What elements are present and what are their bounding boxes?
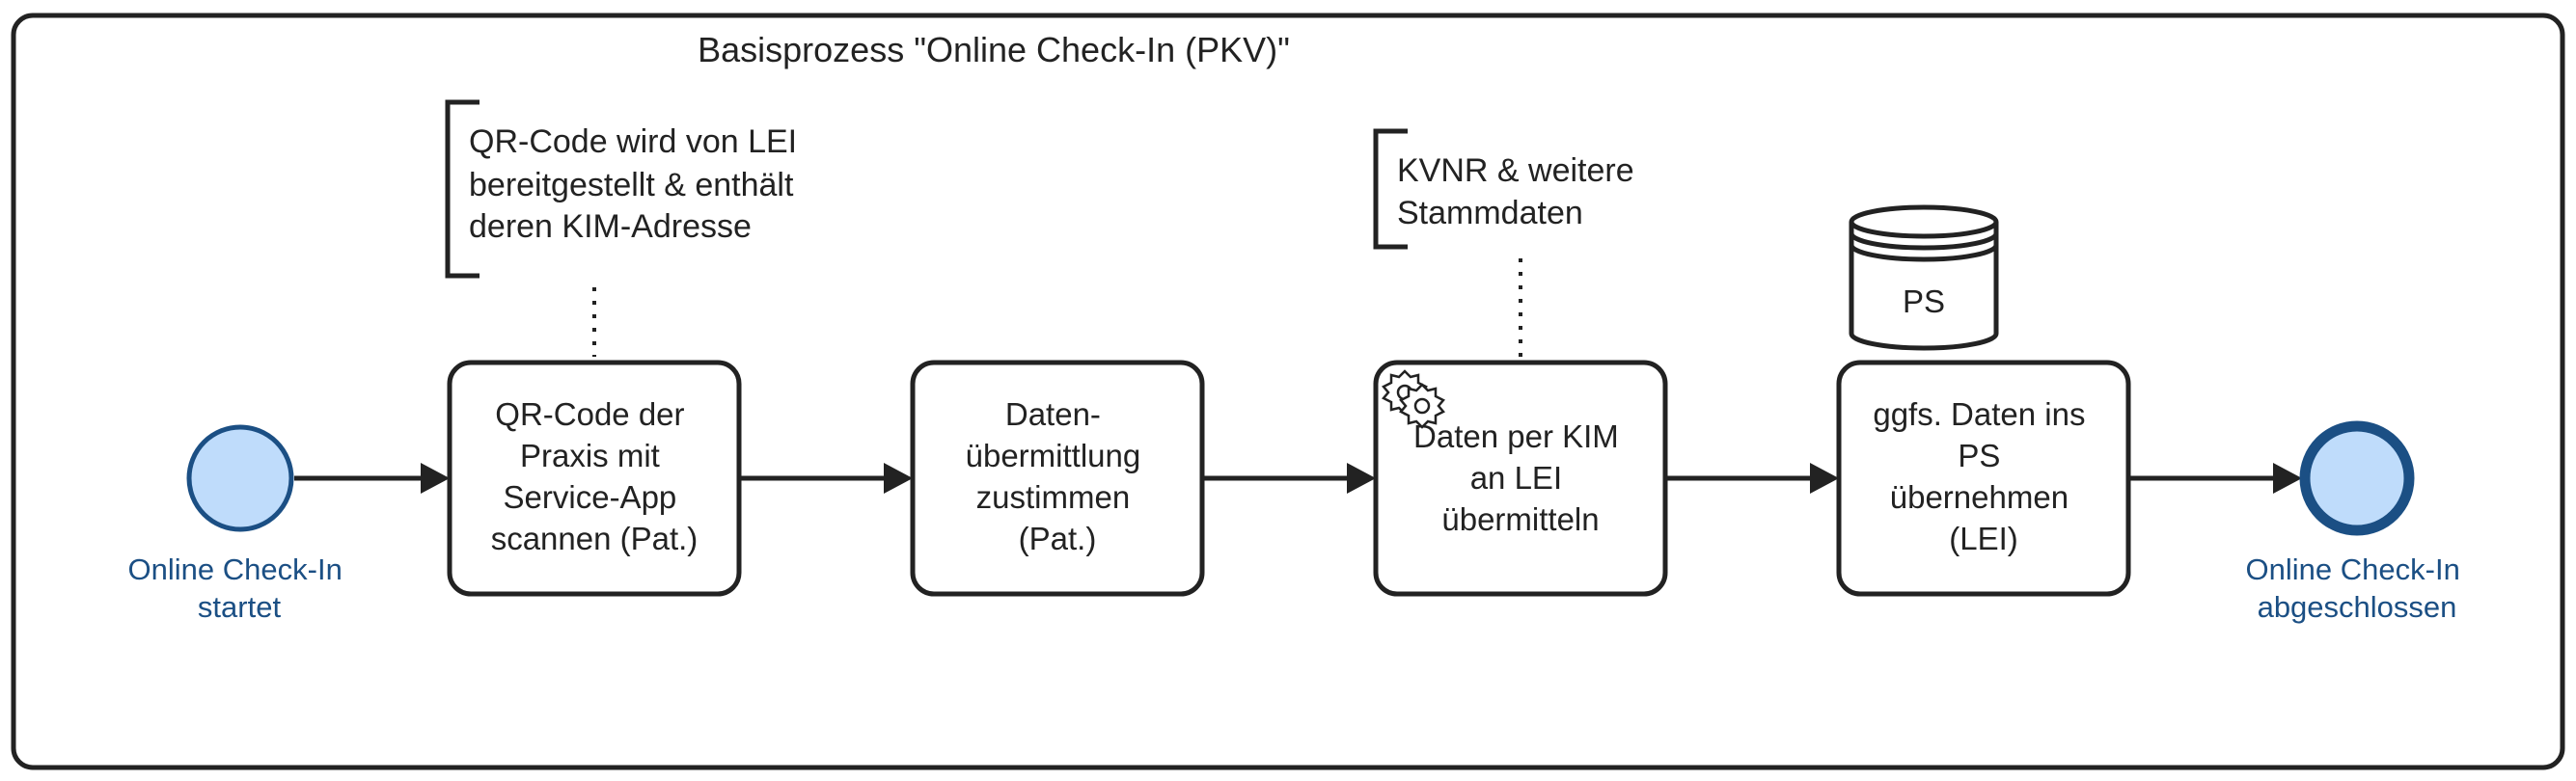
pool-border [11, 13, 2565, 770]
annotation-bracket [1373, 128, 1408, 250]
end-event: Online Check-In abgeschlossen [2246, 420, 2469, 624]
data-store-label: PS [1903, 283, 1945, 319]
task-label: ggfs. Daten ins PS übernehmen (LEI) [1873, 396, 2094, 556]
start-event-label: Online Check-In startet [128, 552, 351, 624]
task-label: QR-Code der Praxis mit Service-App scann… [491, 396, 699, 556]
task-consent-data-transfer: Daten- übermittlung zustimmen (Pat.) [910, 360, 1205, 597]
data-store-body [1849, 222, 1999, 351]
data-store-ring [1849, 244, 1999, 262]
gear-icon [1382, 369, 1445, 429]
data-store-top [1849, 204, 1999, 239]
task-scan-qr-code: QR-Code der Praxis mit Service-App scann… [447, 360, 742, 597]
task-import-into-ps: ggfs. Daten ins PS übernehmen (LEI) [1836, 360, 2131, 597]
annotation-qr-code: QR-Code wird von LEI bereitgestellt & en… [445, 99, 807, 357]
data-store-ps: PS [1849, 204, 1999, 351]
annotation-text: QR-Code wird von LEI bereitgestellt & en… [469, 123, 807, 245]
task-box [910, 360, 1205, 597]
task-box [1836, 360, 2131, 597]
task-label: Daten- übermittlung zustimmen (Pat.) [966, 396, 1150, 556]
task-box [447, 360, 742, 597]
arrow-head [421, 463, 450, 494]
annotation-bracket [445, 99, 480, 279]
end-event-circle [2299, 420, 2415, 536]
end-event-label: Online Check-In abgeschlossen [2246, 552, 2469, 624]
arrow-head [1810, 463, 1839, 494]
arrow-head [1347, 463, 1376, 494]
start-event-circle [186, 424, 294, 532]
sequence-flows [294, 463, 2302, 494]
annotation-kvnr: KVNR & weitere Stammdaten [1373, 128, 1643, 357]
arrow-head [2273, 463, 2302, 494]
start-event: Online Check-In startet [128, 424, 351, 624]
arrow-head [884, 463, 913, 494]
pool-title: Basisprozess "Online Check-In (PKV)" [698, 30, 1290, 69]
annotation-text: KVNR & weitere Stammdaten [1397, 152, 1643, 231]
task-label: Daten per KIM an LEI übermitteln [1413, 418, 1628, 537]
data-store-ring [1849, 232, 1999, 251]
task-send-data-via-kim: Daten per KIM an LEI übermitteln [1373, 360, 1668, 597]
task-box [1373, 360, 1668, 597]
